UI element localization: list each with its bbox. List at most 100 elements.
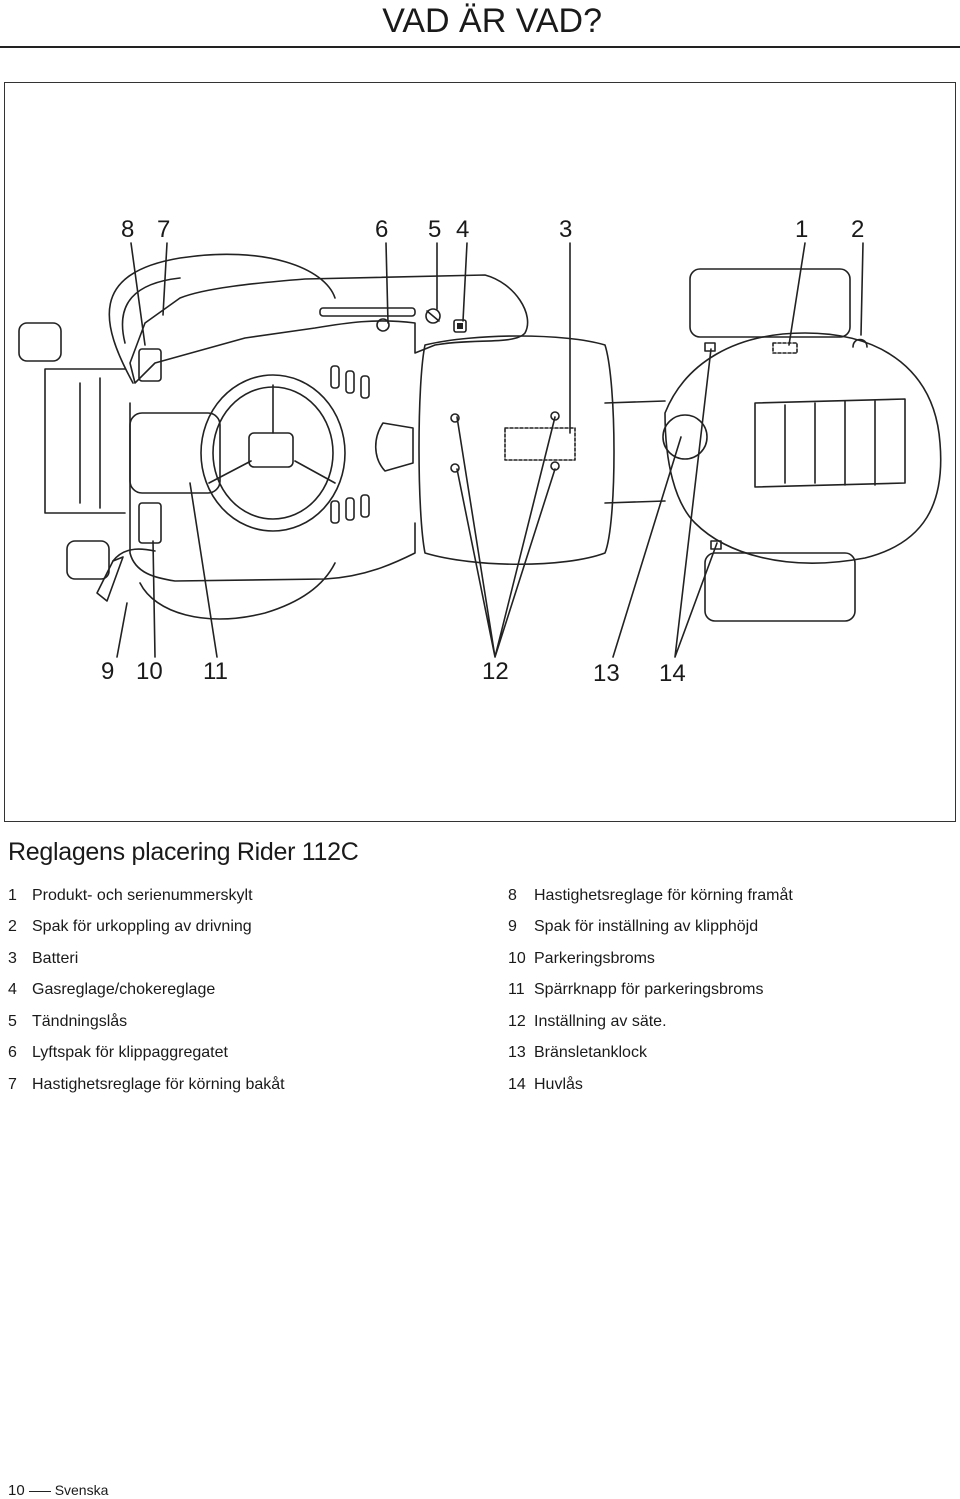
legend-item: 11 Spärrknapp för parkeringsbroms: [508, 975, 948, 1007]
rear-light-upper: [18, 322, 62, 362]
hood-grille-area: [754, 398, 906, 488]
legend-item-number: 9: [508, 918, 517, 936]
legend-item-label: Batteri: [32, 949, 79, 967]
throttle-knob-fill: [457, 323, 463, 329]
legend-item-number: 12: [508, 1012, 526, 1030]
callout-2: 2: [851, 216, 864, 243]
legend-item-label: Tändningslås: [32, 1012, 128, 1030]
legend-item-number: 4: [8, 981, 17, 999]
rider-top-view-illustration: 8 7 6 5 4 3 1 2 9 10 11 12 13 14: [18, 216, 942, 687]
section-title: Reglagens placering Rider 112C: [8, 838, 359, 866]
throttle-knob: [453, 319, 467, 333]
serial-plate: [772, 342, 798, 354]
legend-item-number: 1: [8, 886, 17, 904]
callout-10: 10: [136, 658, 163, 685]
rear-light-lower: [66, 540, 110, 580]
vent-lower-2: [345, 497, 355, 521]
legend-item: 10 Parkeringsbroms: [508, 943, 948, 975]
footplate: [129, 412, 221, 494]
legend-item-label: Inställning av säte.: [534, 1012, 667, 1030]
legend-item: 8 Hastighetsreglage för körning framåt: [508, 880, 948, 912]
page-footer: 10 Svenska: [8, 1482, 108, 1499]
legend-item-number: 13: [508, 1044, 526, 1062]
legend-item-label: Spärrknapp för parkeringsbroms: [534, 981, 764, 999]
page-header: VAD ÄR VAD?: [0, 0, 960, 48]
leader-lines-bottom: [116, 348, 718, 658]
callout-12: 12: [482, 658, 509, 685]
legend-item-label: Bränsletanklock: [534, 1044, 647, 1062]
legend-item-label: Spak för inställning av klipphöjd: [534, 918, 759, 936]
legend-item-label: Huvlås: [534, 1075, 583, 1093]
footer-dash: [28, 1490, 51, 1492]
engine-hood: [664, 332, 942, 564]
rear-tyre-inner: [121, 277, 181, 344]
parking-brake-handle: [96, 556, 124, 602]
callout-6: 6: [375, 216, 388, 243]
panel-slot: [319, 307, 416, 317]
legend-item: 13 Bränsletanklock: [508, 1038, 948, 1070]
vent-upper-3: [360, 375, 370, 399]
fuel-cap: [662, 414, 708, 460]
steering-wheel-spokes: [208, 384, 336, 484]
hood-latch-lower: [710, 540, 722, 550]
callout-5: 5: [428, 216, 441, 243]
legend-item: 12 Inställning av säte.: [508, 1006, 948, 1038]
legend-item-number: 10: [508, 949, 526, 967]
seat-bolt-3: [450, 463, 460, 473]
callout-7: 7: [157, 216, 170, 243]
legend-item-number: 3: [8, 949, 17, 967]
callout-8: 8: [121, 216, 134, 243]
callout-9: 9: [101, 658, 114, 685]
rider-diagram-frame: 8 7 6 5 4 3 1 2 9 10 11 12 13 14: [4, 82, 956, 822]
seat: [418, 335, 615, 566]
footer-language: Svenska: [54, 1482, 109, 1498]
center-tunnel: [604, 400, 666, 504]
callout-11: 11: [203, 658, 228, 685]
legend-item-label: Produkt- och serienummerskylt: [32, 886, 253, 904]
legend-item-number: 6: [8, 1044, 17, 1062]
legend-item: 9 Spak för inställning av klipphöjd: [508, 912, 948, 944]
rear-tyre-outline: [108, 253, 336, 384]
frame-bars: [44, 368, 126, 514]
lift-lever-knob: [376, 318, 390, 332]
callout-1: 1: [795, 216, 808, 243]
battery-cover: [504, 427, 576, 461]
speed-pedal-reverse: [138, 348, 162, 382]
vent-upper-2: [345, 370, 355, 394]
front-wheel-lower: [704, 552, 856, 622]
legend-item: 1 Produkt- och serienummerskylt: [8, 880, 448, 912]
seat-bolt-1: [450, 413, 460, 423]
legend-item-label: Hastighetsreglage för körning bakåt: [32, 1075, 285, 1093]
page-title: VAD ÄR VAD?: [382, 2, 602, 40]
hood-latch-upper: [704, 342, 716, 352]
legend-item-number: 5: [8, 1012, 17, 1030]
legend-item-label: Hastighetsreglage för körning framåt: [534, 886, 793, 904]
ignition-key-slot: [426, 310, 440, 322]
legend-item: 5 Tändningslås: [8, 1006, 448, 1038]
rear-tyre-bottom: [139, 562, 336, 620]
callout-4: 4: [456, 216, 469, 243]
parking-brake-rod: [112, 548, 156, 562]
legend-item-number: 2: [8, 918, 17, 936]
drive-disengage-lever: [852, 338, 868, 348]
page-number: 10: [8, 1482, 25, 1499]
legend-item-number: 8: [508, 886, 517, 904]
seat-adjust-lever: [374, 422, 414, 472]
vent-lower-3: [360, 494, 370, 518]
legend-item: 7 Hastighetsreglage för körning bakåt: [8, 1069, 448, 1101]
legend-item: 3 Batteri: [8, 943, 448, 975]
callout-3: 3: [559, 216, 572, 243]
hood-grille-slots: [784, 400, 876, 486]
legend-item-number: 11: [508, 981, 525, 999]
steering-wheel-rim: [200, 374, 346, 532]
vent-lower-1: [330, 500, 340, 524]
legend-item-label: Parkeringsbroms: [534, 949, 655, 967]
chassis-lower-outline: [129, 402, 416, 582]
callout-14: 14: [659, 660, 686, 687]
leader-lines-top: [130, 242, 864, 434]
legend-item-number: 7: [8, 1075, 17, 1093]
ignition-lock: [425, 308, 441, 324]
steering-wheel-hub: [248, 432, 294, 468]
